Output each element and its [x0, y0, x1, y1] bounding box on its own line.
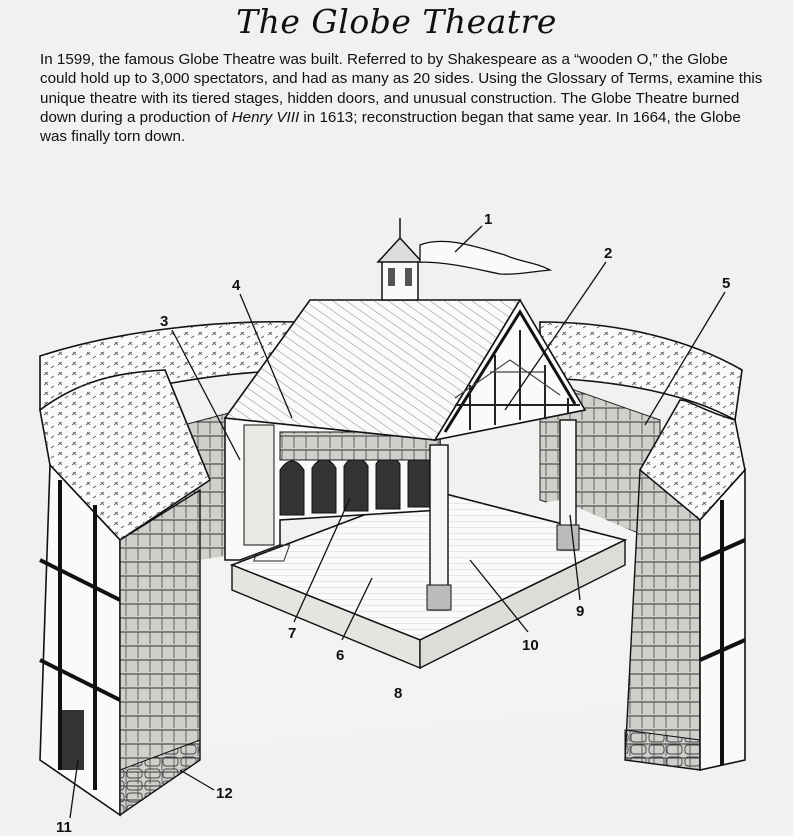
- hut-turret: [376, 218, 553, 301]
- label-2: 2: [604, 245, 612, 262]
- label-4: 4: [232, 277, 241, 294]
- label-12: 12: [216, 785, 233, 802]
- left-gallery-section: [39, 369, 211, 817]
- stage-columns: [426, 419, 580, 611]
- stage-door: [243, 424, 275, 546]
- intro-play-title: Henry VIII: [231, 108, 300, 126]
- label-9: 9: [576, 603, 584, 620]
- label-3: 3: [160, 313, 168, 330]
- label-1: 1: [484, 211, 492, 228]
- flag: [419, 240, 553, 275]
- intro-text-2: in 1613; reconstruction began that same …: [40, 108, 741, 146]
- entry-door: [62, 710, 84, 770]
- stage-platform: [229, 489, 628, 670]
- leader-lines: [69, 225, 726, 819]
- right-gallery-section: [624, 399, 746, 771]
- label-6: 6: [336, 647, 344, 664]
- label-10: 10: [522, 637, 539, 654]
- label-8: 8: [394, 685, 402, 702]
- label-5: 5: [722, 275, 730, 292]
- heavens-roof: [223, 298, 587, 442]
- intro-paragraph: In 1599, the famous Globe Theatre was bu…: [40, 50, 766, 146]
- intro-text-1: In 1599, the famous Globe Theatre was bu…: [40, 51, 763, 126]
- label-11: 11: [56, 819, 72, 836]
- page-title: The Globe Theatre: [236, 2, 557, 41]
- label-7: 7: [288, 625, 296, 642]
